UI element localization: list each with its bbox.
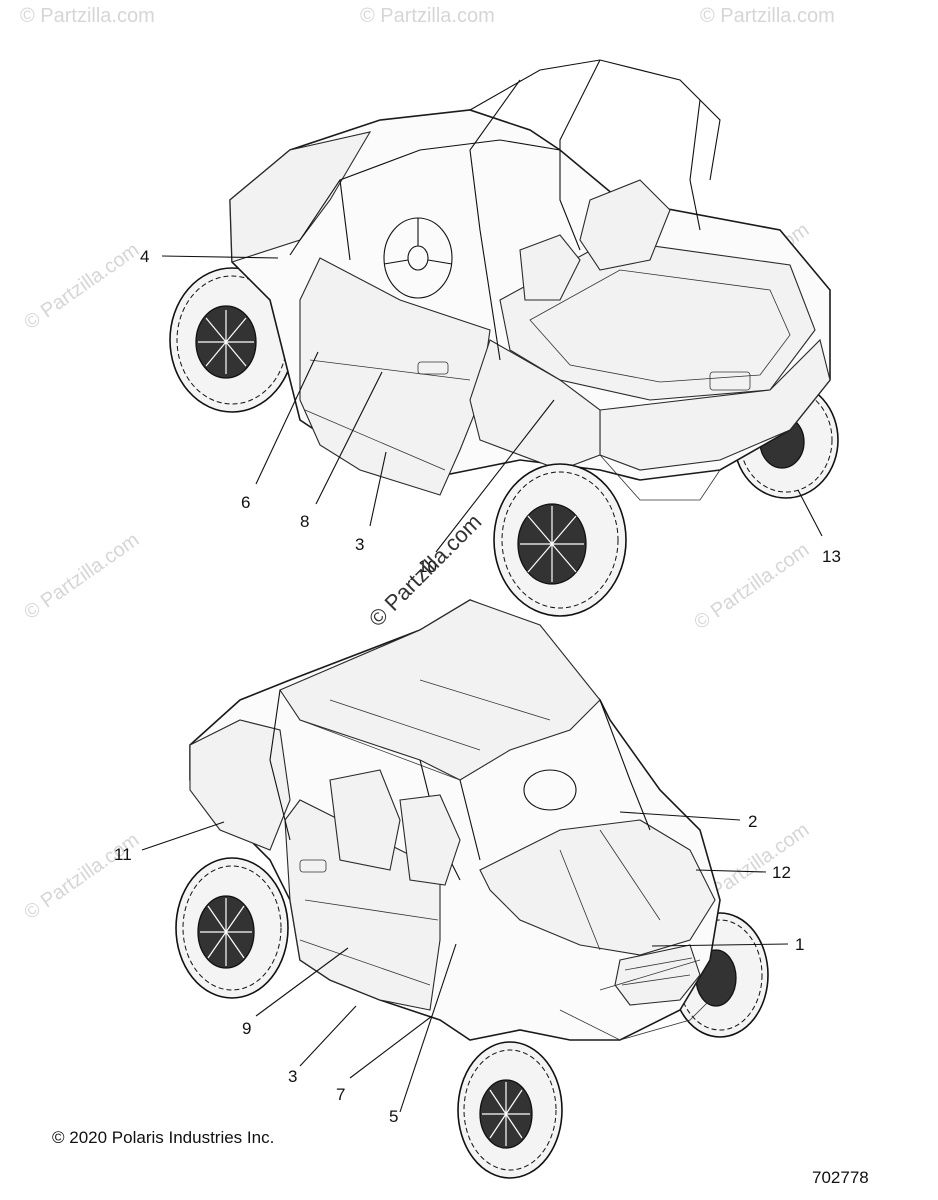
watermark-text: © Partzilla.com	[20, 829, 143, 924]
door-left	[299, 257, 491, 496]
watermark-text: © Partzilla.com	[20, 239, 143, 334]
callout-12: 12	[772, 863, 791, 882]
callout-numbers: 4 6 8 3 10 13 11 2 12 1 9 3 7 5	[114, 247, 841, 1126]
vehicle-rear-view	[169, 59, 839, 617]
callout-2: 2	[748, 812, 757, 831]
tire-front-left-2	[457, 1041, 563, 1179]
roll-cage	[289, 59, 721, 361]
tire-front-left	[169, 267, 295, 413]
tailgate	[599, 338, 831, 471]
callout-4: 4	[140, 247, 149, 266]
roof	[279, 599, 601, 781]
steering-wheel	[383, 217, 453, 299]
callout-8: 8	[300, 512, 309, 531]
callout-11: 11	[114, 845, 132, 864]
callout-9: 9	[242, 1019, 251, 1038]
callout-3-bottom: 3	[288, 1067, 297, 1086]
diagram-number: 702778	[812, 1168, 869, 1187]
callout-13: 13	[822, 547, 841, 566]
bed-side-panel	[469, 339, 601, 471]
tire-rear-left	[493, 463, 627, 617]
tire-rear-left-2	[175, 857, 289, 999]
callout-6: 6	[241, 493, 250, 512]
callout-5: 5	[389, 1107, 398, 1126]
callout-7: 7	[336, 1085, 345, 1104]
watermark-text: © Partzilla.com	[700, 5, 835, 27]
watermark-text: © Partzilla.com	[20, 5, 155, 27]
hood-front	[479, 819, 716, 956]
leader-lines	[141, 255, 823, 1113]
bed-side-panel-front	[189, 719, 291, 851]
watermark-text: © Partzilla.com	[690, 539, 813, 634]
callout-3-top: 3	[355, 535, 364, 554]
watermark-text: © Partzilla.com	[20, 529, 143, 624]
callout-1: 1	[795, 935, 804, 954]
vehicle-front-view	[175, 599, 769, 1179]
callout-10: 10	[418, 557, 437, 576]
watermark-text: © Partzilla.com	[360, 5, 495, 27]
copyright-notice: © 2020 Polaris Industries Inc.	[52, 1128, 275, 1147]
